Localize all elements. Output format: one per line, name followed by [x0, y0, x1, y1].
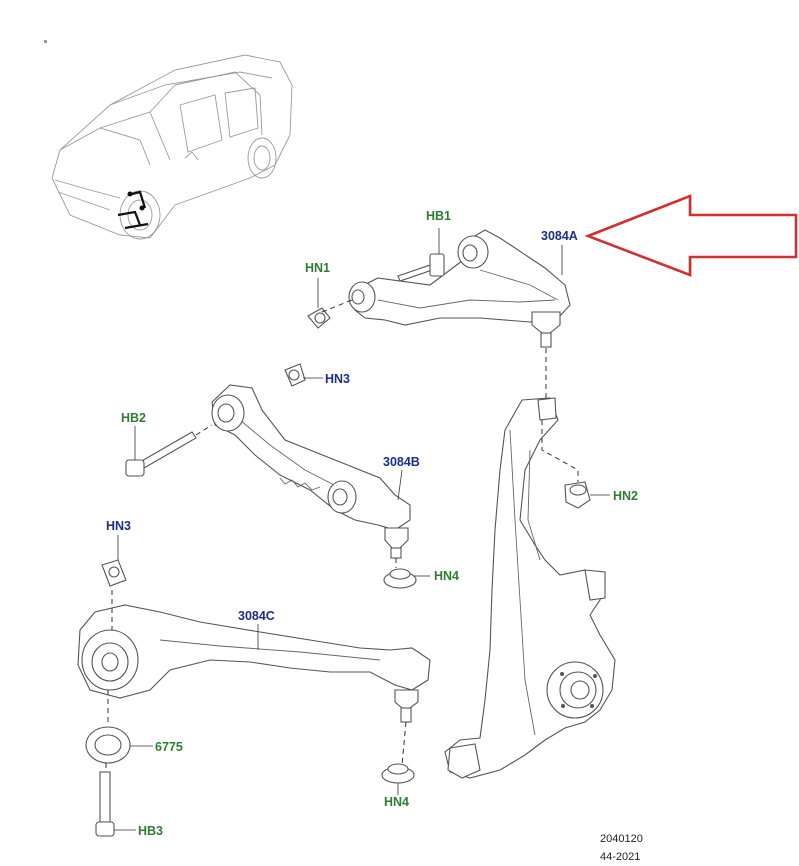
vehicle-thumbnail — [44, 40, 293, 240]
lower-control-arm — [77, 604, 431, 723]
label-3084a: 3084A — [541, 229, 578, 243]
label-hn1: HN1 — [305, 261, 330, 275]
part-leaders — [257, 245, 563, 650]
nut-hn1 — [307, 278, 331, 329]
label-hn4-upper: HN4 — [434, 569, 459, 583]
label-hn4-lower: HN4 — [384, 795, 409, 809]
upper-control-arm — [348, 229, 571, 348]
label-6775: 6775 — [155, 740, 183, 754]
bolt-hb2 — [125, 426, 197, 477]
footer-date: 44-2021 — [600, 851, 640, 863]
footer-reference: 2040120 — [600, 833, 643, 845]
bolt-hb1 — [397, 228, 445, 282]
label-hn3-upper: HN3 — [325, 372, 350, 386]
middle-control-arm — [211, 384, 411, 559]
highlight-arrow — [584, 194, 798, 277]
label-3084c: 3084C — [238, 609, 275, 623]
label-hn2: HN2 — [613, 489, 638, 503]
label-hn3-lower: HN3 — [106, 519, 131, 533]
label-hb1: HB1 — [426, 209, 451, 223]
label-hb2: HB2 — [121, 411, 146, 425]
nut-hn4-lower — [381, 763, 415, 795]
label-3084b: 3084B — [383, 455, 420, 469]
nut-hn2 — [564, 481, 610, 509]
steering-knuckle — [444, 397, 616, 779]
label-hb3: HB3 — [138, 824, 163, 838]
nut-hn3-upper — [284, 363, 323, 387]
nut-hn3-lower — [101, 535, 127, 587]
bushing-6775 — [85, 726, 153, 764]
assembly-lines — [105, 299, 579, 772]
nut-hn4-upper — [383, 568, 430, 589]
bolt-hb3 — [95, 771, 136, 837]
